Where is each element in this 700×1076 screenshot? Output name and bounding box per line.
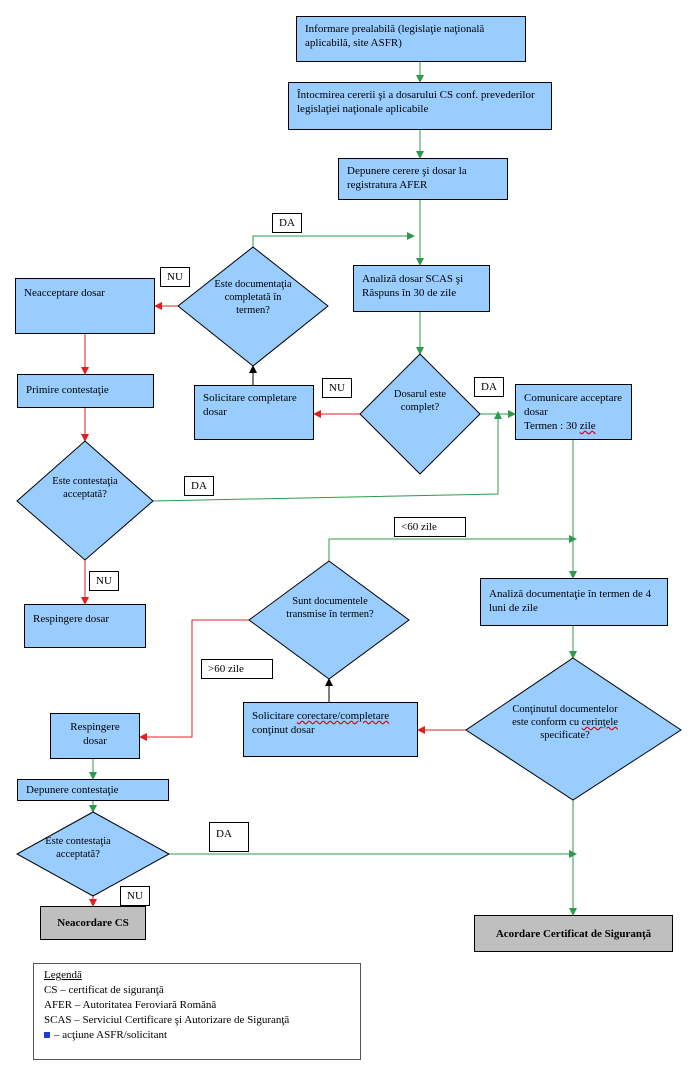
arrow-documentatia-da: [252, 232, 415, 247]
continutul-suffix: specificate?: [540, 730, 590, 741]
box-solicitare-corectare: Solicitare corectare/completare conţinut…: [243, 702, 418, 757]
box-depunere-contestatie: Depunere contestaţie: [17, 779, 169, 801]
legend-actiune: – acţiune ASFR/solicitant: [54, 1029, 168, 1041]
label-nu-dosarul: NU: [322, 378, 352, 398]
box-intocmirea: Întocmirea cererii şi a dosarului CS con…: [288, 82, 552, 130]
legend-afer: AFER – Autoritatea Feroviară Română: [44, 999, 217, 1011]
label-da-contestatia-1: DA: [184, 476, 214, 496]
diamond-continutul: [465, 657, 682, 801]
comunicare-line2: Termen : 30: [524, 420, 580, 432]
diamond-dosarul: [359, 353, 481, 475]
label-da-dosarul: DA: [474, 377, 504, 397]
diamond-documentatia: [177, 246, 329, 367]
corectare-prefix: Solicitare: [252, 710, 297, 722]
arrow-documentele-lt60: [328, 535, 577, 561]
diamond-contestatia-1: [16, 440, 154, 561]
comunicare-line1: Comunicare acceptare dosar: [524, 392, 623, 418]
box-respingere-2: Respingere dosar: [50, 713, 140, 759]
arrow-documentele-gt60: [139, 619, 249, 741]
box-solicitare-completare: Solicitare completare dosar: [194, 385, 314, 440]
decision-dosarul: Dosarul este complet?: [393, 389, 447, 413]
terminal-neacordare: Neacordare CS: [40, 906, 146, 940]
comunicare-zile: zile: [579, 420, 596, 432]
label-nu-contestatia-1: NU: [89, 571, 119, 591]
box-analiza-doc: Analiză documentaţie în termen de 4 luni…: [480, 578, 668, 626]
diamond-contestatia-2: [15, 811, 171, 897]
legend-scas: SCAS – Serviciul Certificare şi Autoriza…: [44, 1014, 290, 1026]
terminal-acordare: Acordare Certificat de Siguranţă: [474, 915, 673, 952]
box-neacceptare: Neacceptare dosar: [15, 278, 155, 334]
legend-cs: CS – certificat de siguranţă: [44, 984, 164, 996]
label-nu-documentatia: NU: [160, 267, 190, 287]
label-da-contestatia-2: DA: [209, 822, 249, 852]
decision-documentele: Sunt documentele transmise în termen?: [286, 596, 374, 620]
box-depunere-cerere: Depunere cerere şi dosar la registratura…: [338, 158, 508, 200]
label-nu-contestatia-2: NU: [120, 886, 150, 906]
corectare-word: corectare/completare: [296, 710, 390, 722]
diamond-documentele: [248, 560, 410, 680]
box-respingere-1: Respingere dosar: [24, 604, 146, 648]
continutul-prefix: Conţinutul documentelor este conform cu: [512, 704, 618, 728]
box-comunicare: Comunicare acceptare dosar Termen : 30 z…: [515, 384, 632, 440]
decision-continutul: Conţinutul documentelor este conform cu …: [510, 703, 620, 742]
arrow-contestatia1-da: [152, 411, 502, 502]
blue-square-icon: [44, 1032, 50, 1039]
decision-documentatia: Este documentaţia completată în termen?: [214, 279, 292, 316]
legend-title: Legendă: [44, 969, 82, 981]
corectare-suffix: conţinut dosar: [252, 724, 315, 736]
continutul-word: cerinţele: [581, 717, 618, 728]
decision-contestatia-2: Este contestaţia acceptată?: [45, 836, 111, 860]
label-gt60: >60 zile: [201, 659, 273, 679]
box-informare: Informare prealabilă (legislaţie naţiona…: [296, 16, 526, 62]
legend-actiune-row: – acţiune ASFR/solicitant: [44, 1028, 350, 1043]
box-analiza-scas: Analiză dosar SCAS şi Răspuns în 30 de z…: [353, 265, 490, 312]
box-primire-contestatie: Primire contestaţie: [17, 374, 154, 408]
label-lt60: <60 zile: [394, 517, 466, 537]
decision-contestatia-1: Este contestaţia acceptată?: [52, 476, 118, 500]
label-da-documentatia: DA: [272, 213, 302, 233]
legend: Legendă CS – certificat de siguranţă AFE…: [33, 963, 361, 1060]
